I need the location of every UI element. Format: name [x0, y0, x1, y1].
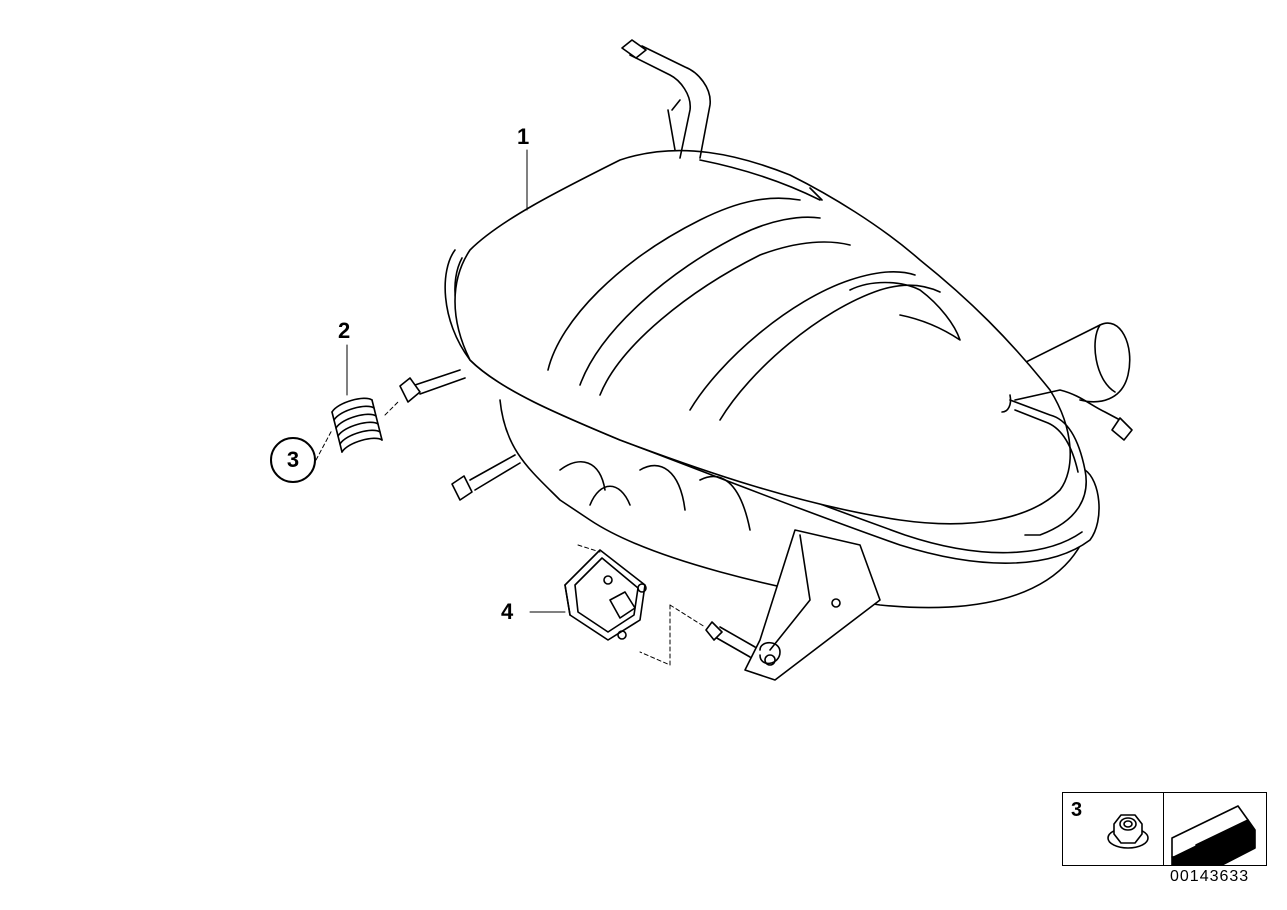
direction-arrow-icon: [1171, 805, 1256, 866]
callout-label-2: 2: [338, 318, 351, 343]
legend-nut-cell: 3: [1063, 793, 1164, 865]
callout-label-4: 4: [501, 599, 514, 624]
legend-part-number: 3: [1071, 799, 1083, 821]
coil-spring: [331, 397, 383, 453]
parts-legend-box: 3: [1062, 792, 1267, 866]
hex-flange-nut-icon: [1107, 814, 1149, 849]
document-number: 00143633: [1170, 868, 1250, 885]
callout-label-1: 1: [517, 124, 530, 149]
rubber-mount: [564, 549, 647, 641]
leader-lines: [315, 149, 706, 666]
legend-arrow-cell: [1164, 793, 1266, 865]
callout-circle-3: 3: [270, 437, 316, 483]
rear-muffler: [399, 39, 1133, 681]
